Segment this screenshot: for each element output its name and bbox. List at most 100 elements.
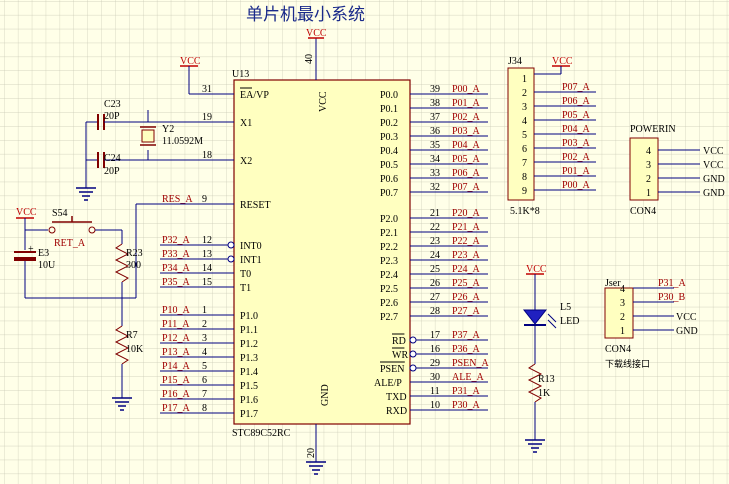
e3-plus: + bbox=[28, 244, 34, 255]
mcu-pin-number: 21 bbox=[430, 208, 440, 219]
mcu-pin-name: P1.3 bbox=[240, 353, 258, 364]
mcu-pin-net: P32_A bbox=[162, 235, 191, 246]
mcu-pin-name: P1.1 bbox=[240, 325, 258, 336]
mcu-pin-net: P21_A bbox=[452, 222, 481, 233]
mcu-pin-number: 27 bbox=[430, 292, 440, 303]
j34-pin-number: 2 bbox=[522, 88, 527, 99]
mcu-pin-number: 33 bbox=[430, 168, 440, 179]
download-pin-number: 1 bbox=[620, 326, 625, 337]
mcu-right-pin-17: RD 17 P37_A bbox=[392, 330, 488, 347]
r23-ref: R23 bbox=[126, 248, 143, 259]
download-pin-number: 2 bbox=[620, 312, 625, 323]
mcu-pin-net: P33_A bbox=[162, 249, 191, 260]
mcu-pin-net: P34_A bbox=[162, 263, 191, 274]
crystal-ref: Y2 bbox=[162, 124, 174, 135]
mcu-pin-number: 11 bbox=[430, 386, 440, 397]
mcu-pin-name: T1 bbox=[240, 283, 251, 294]
mcu-pin-number: 6 bbox=[202, 375, 207, 386]
pullup-j34: J34 5.1K*8 VCC 12P07_A3P06_A4P05_A5P04_A… bbox=[507, 56, 596, 217]
schematic-title: 单片机最小系统 bbox=[246, 5, 365, 25]
mcu-pin-name: P2.3 bbox=[380, 256, 398, 267]
j34-pin-number: 4 bbox=[522, 116, 527, 127]
mcu-gnd-pin-name: GND bbox=[320, 384, 331, 406]
crystal-value: 11.0592M bbox=[162, 136, 203, 147]
mcu-pin-number: 32 bbox=[430, 182, 440, 193]
led-ref: L5 bbox=[560, 302, 571, 313]
mcu-pin-net: RES_A bbox=[162, 194, 193, 205]
mcu-pin-number: 17 bbox=[430, 330, 440, 341]
power-in-pin-net: VCC bbox=[703, 160, 724, 171]
mcu-pin-name: P1.2 bbox=[240, 339, 258, 350]
mcu-pin-name: P0.2 bbox=[380, 118, 398, 129]
power-in-title: POWERIN bbox=[630, 124, 676, 135]
mcu-pin-name: P0.4 bbox=[380, 146, 398, 157]
mcu-pin-net: P13_A bbox=[162, 347, 191, 358]
mcu-body bbox=[233, 79, 411, 425]
mcu-pin-number: 25 bbox=[430, 264, 440, 275]
mcu-pin-number: 16 bbox=[430, 344, 440, 355]
j34-ref: J34 bbox=[508, 56, 522, 67]
j34-pin-net: P00_A bbox=[562, 180, 591, 191]
mcu-pin-name: P1.4 bbox=[240, 367, 258, 378]
mcu-pin-net: P25_A bbox=[452, 278, 481, 289]
mcu-pin-net: P31_A bbox=[452, 386, 481, 397]
mcu-pin-name: P0.7 bbox=[380, 188, 398, 199]
download-pin-net: GND bbox=[676, 326, 698, 337]
mcu-pin-number: 19 bbox=[202, 112, 212, 123]
mcu-pin-number: 10 bbox=[430, 400, 440, 411]
mcu-pin-net: P27_A bbox=[452, 306, 481, 317]
switch-ref: S54 bbox=[52, 208, 68, 219]
switch-net: RET_A bbox=[54, 238, 86, 249]
mcu-pin-net: P06_A bbox=[452, 168, 481, 179]
mcu-pin-number: 23 bbox=[430, 236, 440, 247]
mcu-pin-name: P2.6 bbox=[380, 298, 398, 309]
mcu-pin-net: P03_A bbox=[452, 126, 481, 137]
j34-pin-number: 9 bbox=[522, 186, 527, 197]
mcu-pin-number: 14 bbox=[202, 263, 212, 274]
mcu-pin-name: P1.0 bbox=[240, 311, 258, 322]
j34-pin-net: P06_A bbox=[562, 96, 591, 107]
mcu-ref: U13 bbox=[232, 69, 249, 80]
mcu-pin-number: 2 bbox=[202, 319, 207, 330]
mcu-pin-name: RESET bbox=[240, 200, 271, 211]
mcu-pin-name: P2.2 bbox=[380, 242, 398, 253]
mcu-pin-name: P2.7 bbox=[380, 312, 398, 323]
j34-pin-number: 6 bbox=[522, 144, 527, 155]
mcu-pin-net: P37_A bbox=[452, 330, 481, 341]
j34-pin-number: 1 bbox=[522, 74, 527, 85]
r7-value: 10K bbox=[126, 344, 144, 355]
mcu-pin-number: 12 bbox=[202, 235, 212, 246]
power-in-pin-number: 2 bbox=[646, 174, 651, 185]
mcu-pin-name: INT0 bbox=[240, 241, 262, 252]
download-pin-net: VCC bbox=[676, 312, 697, 323]
mcu-pin-net: P16_A bbox=[162, 389, 191, 400]
mcu-pin-name: P1.5 bbox=[240, 381, 258, 392]
j34-pin-net: P07_A bbox=[562, 82, 591, 93]
mcu-pin-name: RD bbox=[392, 336, 406, 347]
mcu-pin-net: ALE_A bbox=[452, 372, 484, 383]
mcu-pin-net: P07_A bbox=[452, 182, 481, 193]
mcu-pin-net: P10_A bbox=[162, 305, 191, 316]
mcu-pin-net: P17_A bbox=[162, 403, 191, 414]
mcu-pin-name: INT1 bbox=[240, 255, 262, 266]
